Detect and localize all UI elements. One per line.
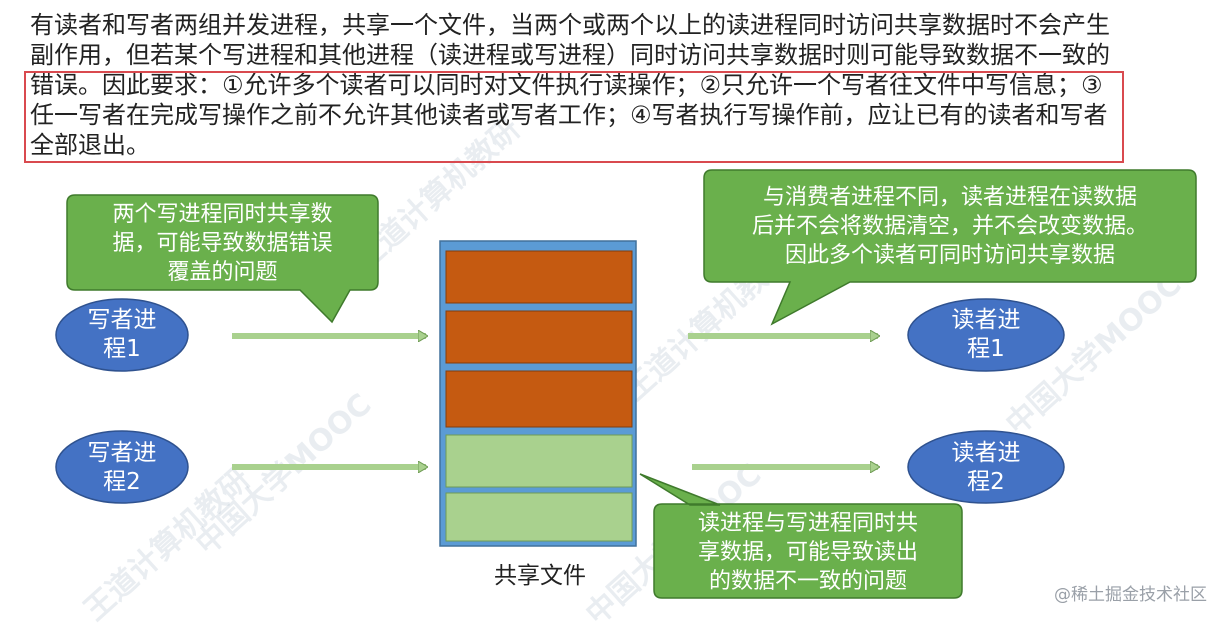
writer-process-2 <box>55 430 189 504</box>
label-line: 程1 <box>967 336 1005 362</box>
callout-line: 与消费者进程不同，读者进程在读数据 <box>762 185 1137 210</box>
callout-line: 覆盖的问题 <box>167 260 278 285</box>
callout-writers-conflict-text: 两个写进程同时共享数 据，可能导致数据错误 覆盖的问题 <box>70 200 375 287</box>
callout-line: 的数据不一致的问题 <box>708 569 907 594</box>
file-block-empty <box>445 434 633 488</box>
source-credit: @稀土掘金技术社区 <box>1054 585 1207 605</box>
reader-process-1 <box>907 298 1065 372</box>
shared-file-label: 共享文件 <box>494 563 586 589</box>
label-line: 程2 <box>103 469 141 495</box>
label-line: 写者进 <box>87 307 157 333</box>
callout-line: 因此多个读者可同时访问共享数据 <box>784 243 1115 268</box>
label-line: 写者进 <box>87 440 157 466</box>
callout-line: 据，可能导致数据错误 <box>112 231 333 256</box>
callout-read-write-conflict-text: 读进程与写进程同时共 享数据，可能导致读出 的数据不一致的问题 <box>656 509 960 596</box>
file-block-empty <box>445 492 633 542</box>
label-line: 程2 <box>967 469 1005 495</box>
label-line: 读者进 <box>951 307 1021 333</box>
file-block-written <box>445 310 633 364</box>
reader-process-1-label: 读者进 程1 <box>930 306 1042 364</box>
problem-description: 有读者和写者两组并发进程，共享一个文件，当两个或两个以上的读进程同时访问共享数据… <box>30 11 1110 159</box>
callout-readers-note-text: 与消费者进程不同，读者进程在读数据 后并不会将数据清空，并不会改变数据。 因此多… <box>706 183 1194 270</box>
writer-process-1 <box>55 298 189 372</box>
callout-line: 后并不会将数据清空，并不会改变数据。 <box>751 214 1148 239</box>
label-line: 程1 <box>103 336 141 362</box>
file-block-written <box>445 250 633 304</box>
requirements-highlight-box <box>24 71 1124 163</box>
readers-writers-diagram <box>55 169 1197 599</box>
callout-line: 享数据，可能导致读出 <box>697 540 918 565</box>
reader-process-2 <box>907 430 1065 504</box>
callout-readers-note <box>703 169 1197 326</box>
label-line: 读者进 <box>951 440 1021 466</box>
callout-line: 读进程与写进程同时共 <box>697 511 918 536</box>
callout-read-write-conflict <box>639 473 963 599</box>
file-block-written <box>445 370 633 428</box>
callout-writers-conflict <box>66 194 379 324</box>
writer-process-1-label: 写者进 程1 <box>66 306 178 364</box>
callout-line: 两个写进程同时共享数 <box>112 202 333 227</box>
reader-process-2-label: 读者进 程2 <box>930 439 1042 497</box>
writer-process-2-label: 写者进 程2 <box>66 439 178 497</box>
